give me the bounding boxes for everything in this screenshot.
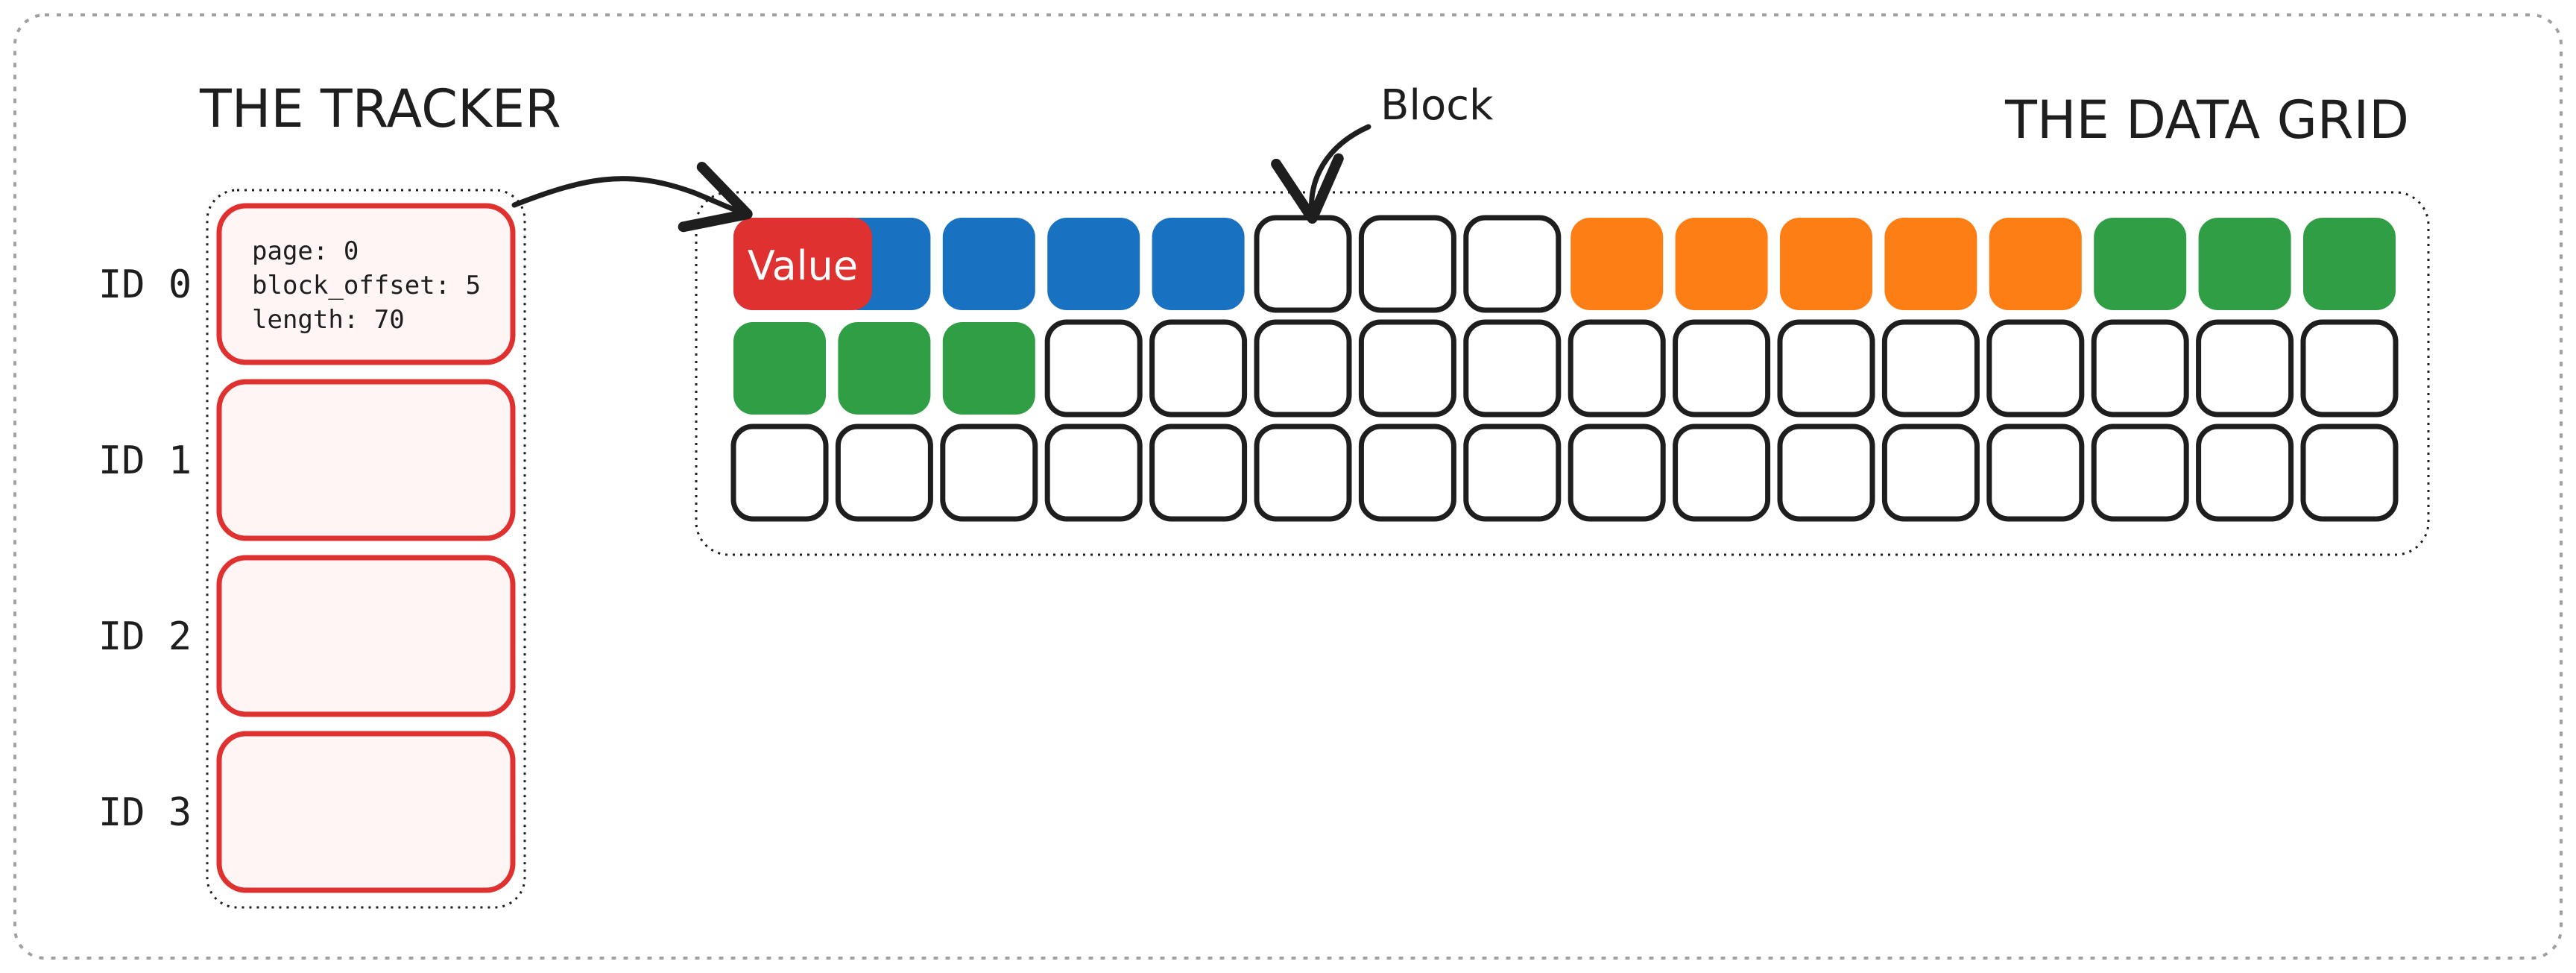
grid-block	[1044, 319, 1143, 418]
grid-block	[1881, 319, 1980, 418]
grid-block	[1254, 319, 1352, 418]
grid-block	[1777, 319, 1875, 418]
grid-block	[2303, 218, 2396, 310]
tracker-id-label: ID 1	[98, 438, 192, 483]
grid-block	[2196, 423, 2294, 522]
tracker-entry	[216, 203, 516, 365]
grid-block	[1254, 423, 1352, 522]
tracker-container	[206, 189, 526, 909]
grid-block	[2300, 423, 2399, 522]
grid-block	[1884, 218, 1977, 310]
grid-block	[2198, 218, 2291, 310]
tracker-entry-line: length: 70	[252, 305, 405, 335]
tracker-id-label: ID 0	[98, 262, 192, 307]
block-label: Block	[1380, 81, 1494, 130]
grid-block	[838, 322, 931, 415]
grid-block	[1568, 319, 1666, 418]
tracker-entry	[216, 555, 516, 717]
grid-block	[835, 423, 933, 522]
grid-block	[1358, 319, 1456, 418]
grid-block	[942, 322, 1035, 415]
tracker-title: THE TRACKER	[199, 78, 561, 139]
grid-block	[1152, 218, 1245, 310]
tracker-entry	[216, 731, 516, 893]
grid-block	[2091, 423, 2189, 522]
value-label: Value	[748, 242, 858, 289]
grid-block	[1570, 218, 1664, 310]
tracker-id-label: ID 2	[98, 614, 192, 659]
grid-block	[940, 423, 1038, 522]
grid-block	[2196, 319, 2294, 418]
grid-block	[1358, 215, 1456, 313]
grid-container	[695, 191, 2430, 556]
block-pointer-arrow	[1271, 124, 1371, 224]
tracker-entry-line: block_offset: 5	[252, 271, 481, 300]
grid-block	[1777, 423, 1875, 522]
grid-title: THE DATA GRID	[2004, 89, 2409, 151]
grid-block	[1881, 423, 1980, 522]
grid-block	[1149, 319, 1248, 418]
grid-block	[1463, 215, 1562, 313]
grid-block	[1673, 423, 1771, 522]
grid-block	[1149, 423, 1248, 522]
grid-block	[942, 218, 1035, 310]
grid-block	[1986, 319, 2085, 418]
grid-block	[1463, 319, 1562, 418]
grid-block	[733, 322, 826, 415]
grid-block	[730, 423, 829, 522]
value-block	[733, 218, 872, 310]
grid-block	[2300, 319, 2399, 418]
tracker-entry-line: page: 0	[252, 236, 359, 266]
tracker-id-label: ID 3	[98, 790, 192, 835]
grid-block	[1780, 218, 1872, 310]
grid-block	[1463, 423, 1562, 522]
grid-block	[1673, 319, 1771, 418]
grid-block	[1358, 423, 1456, 522]
outer-frame	[13, 13, 2563, 960]
data-grid-blocks	[730, 215, 2399, 522]
grid-block	[2091, 319, 2189, 418]
grid-block	[1047, 218, 1140, 310]
tracker-entry	[216, 379, 516, 541]
grid-block	[2094, 218, 2187, 310]
grid-block	[1568, 423, 1666, 522]
grid-block	[1044, 423, 1143, 522]
grid-block	[1675, 218, 1768, 310]
grid-block	[1986, 423, 2085, 522]
tracker-entries: ID 0 page: 0 block_offset: 5 length: 70 ID 1…	[98, 203, 516, 893]
grid-block	[1989, 218, 2082, 310]
tracker-to-grid-arrow	[511, 162, 753, 233]
grid-block	[1254, 215, 1352, 313]
